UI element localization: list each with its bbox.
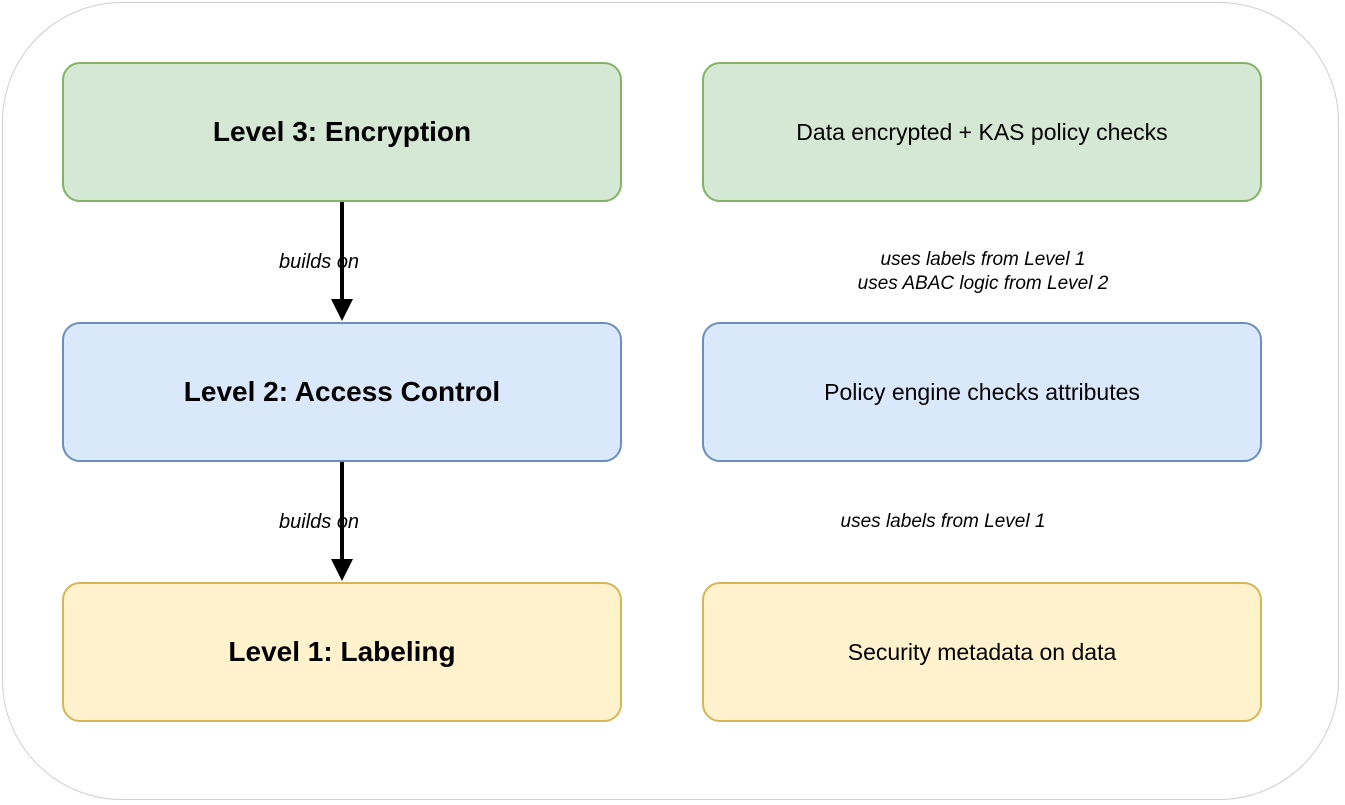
level-2-title: Level 2: Access Control (183, 376, 501, 407)
note-level3-line1: uses labels from Level 1 (880, 249, 1086, 270)
edge-label-level2-to-level1: builds on (279, 511, 360, 533)
level-3-box: Level 3: Encryption (62, 62, 622, 202)
level-3-description: Data encrypted + KAS policy checks (796, 118, 1168, 145)
level-2-description-box: Policy engine checks attributes (702, 322, 1262, 462)
level-1-box: Level 1: Labeling (62, 582, 622, 722)
level-1-title: Level 1: Labeling (228, 636, 456, 667)
level-3-title: Level 3: Encryption (212, 116, 472, 147)
level-1-description: Security metadata on data (847, 638, 1117, 665)
note-level2-line1: uses labels from Level 1 (840, 511, 1046, 532)
edge-label-level3-to-level2: builds on (279, 251, 360, 273)
level-2-description: Policy engine checks attributes (824, 378, 1140, 405)
level-2-box: Level 2: Access Control (62, 322, 622, 462)
note-level3-line2: uses ABAC logic from Level 2 (857, 273, 1109, 294)
level-3-description-box: Data encrypted + KAS policy checks (702, 62, 1262, 202)
level-1-description-box: Security metadata on data (702, 582, 1262, 722)
